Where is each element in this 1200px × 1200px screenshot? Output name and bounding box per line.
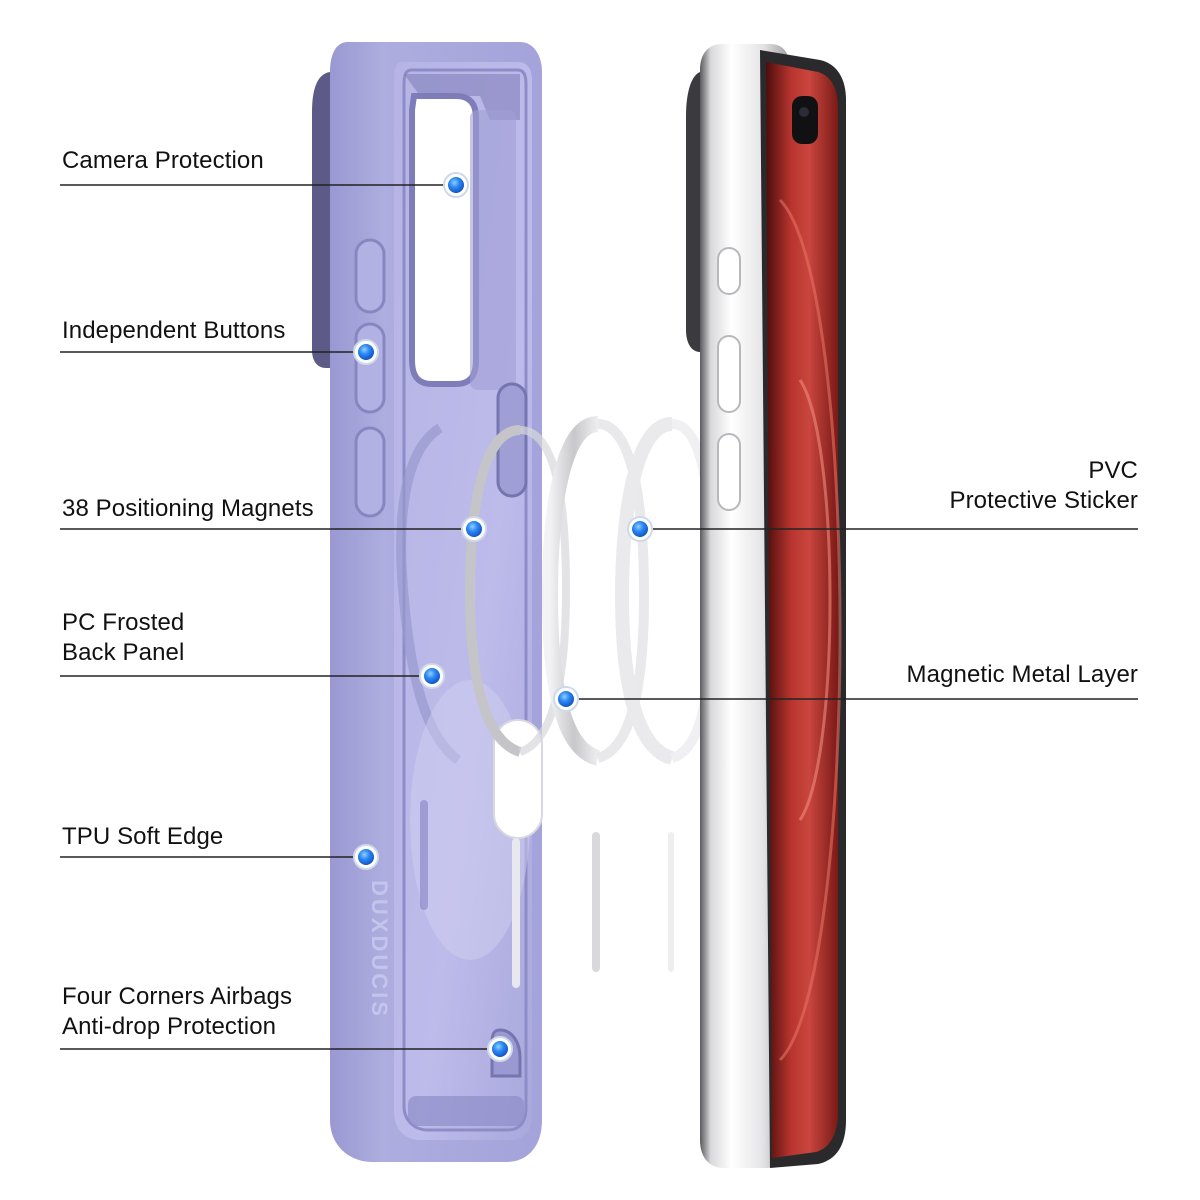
leader-dot-icon — [461, 516, 487, 542]
camera-bump-shadow — [312, 72, 332, 368]
case-button-action — [354, 238, 386, 314]
label-magnetic-metal-layer: Magnetic Metal Layer — [906, 661, 1138, 688]
label-pvc-protective-sticker: PVC Protective Sticker — [949, 457, 1138, 514]
leader-dot-icon — [443, 172, 469, 198]
case-button-volume-down — [354, 426, 386, 518]
label-independent-buttons: Independent Buttons — [62, 317, 286, 344]
case-brand-print: DUXDUCIS — [367, 880, 392, 1019]
leader-dots — [353, 172, 653, 1062]
label-pc-frosted-back-panel: PC Frosted Back Panel — [62, 609, 185, 666]
leader-dot-icon — [627, 516, 653, 542]
leader-dot-icon — [487, 1036, 513, 1062]
leader-dot-icon — [419, 663, 445, 689]
phone-case — [312, 42, 542, 1162]
leader-dot-icon — [353, 339, 379, 365]
leader-dot-icon — [553, 686, 579, 712]
leader-lines-right — [566, 528, 1138, 700]
case-button-volume-up — [354, 322, 386, 414]
leader-lines-left — [60, 184, 500, 1050]
leader-dot-icon — [353, 844, 379, 870]
camera-cutout — [409, 93, 479, 387]
label-tpu-soft-edge: TPU Soft Edge — [62, 823, 224, 850]
label-four-corners-airbags: Four Corners Airbags Anti-drop Protectio… — [62, 983, 293, 1040]
phone-device — [686, 44, 846, 1168]
phone-screen — [766, 62, 838, 1158]
label-positioning-magnets: 38 Positioning Magnets — [62, 495, 314, 522]
label-camera-protection: Camera Protection — [62, 147, 264, 174]
